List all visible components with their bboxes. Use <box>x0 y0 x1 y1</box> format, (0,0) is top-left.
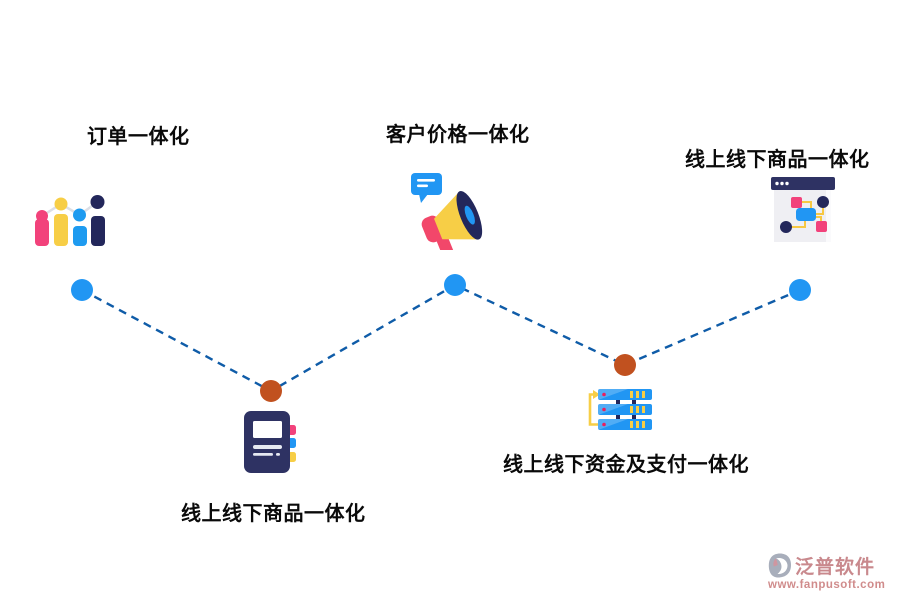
node-dot <box>71 279 93 301</box>
label-funds-payment-integration: 线上线下资金及支付一体化 <box>503 454 749 476</box>
label-products-integration-bottom: 线上线下商品一体化 <box>181 503 366 525</box>
label-order-integration: 订单一体化 <box>87 126 190 148</box>
notebook-icon <box>244 411 296 473</box>
node-dot <box>789 279 811 301</box>
node-dot <box>444 274 466 296</box>
watermark-url: www.fanpusoft.com <box>768 579 886 591</box>
browser-flowchart-icon <box>771 177 835 242</box>
node-dot <box>614 354 636 376</box>
watermark: 泛普软件 www.fanpusoft.com <box>768 552 898 591</box>
megaphone-icon <box>411 173 483 250</box>
label-products-integration-top: 线上线下商品一体化 <box>685 149 870 171</box>
bar-chart-people-icon <box>35 195 105 246</box>
label-customer-price-integration: 客户价格一体化 <box>386 124 530 146</box>
fanpu-logo-icon <box>768 553 791 578</box>
server-rack-icon <box>588 389 652 430</box>
node-dot <box>260 380 282 402</box>
watermark-brand: 泛普软件 <box>795 557 876 578</box>
